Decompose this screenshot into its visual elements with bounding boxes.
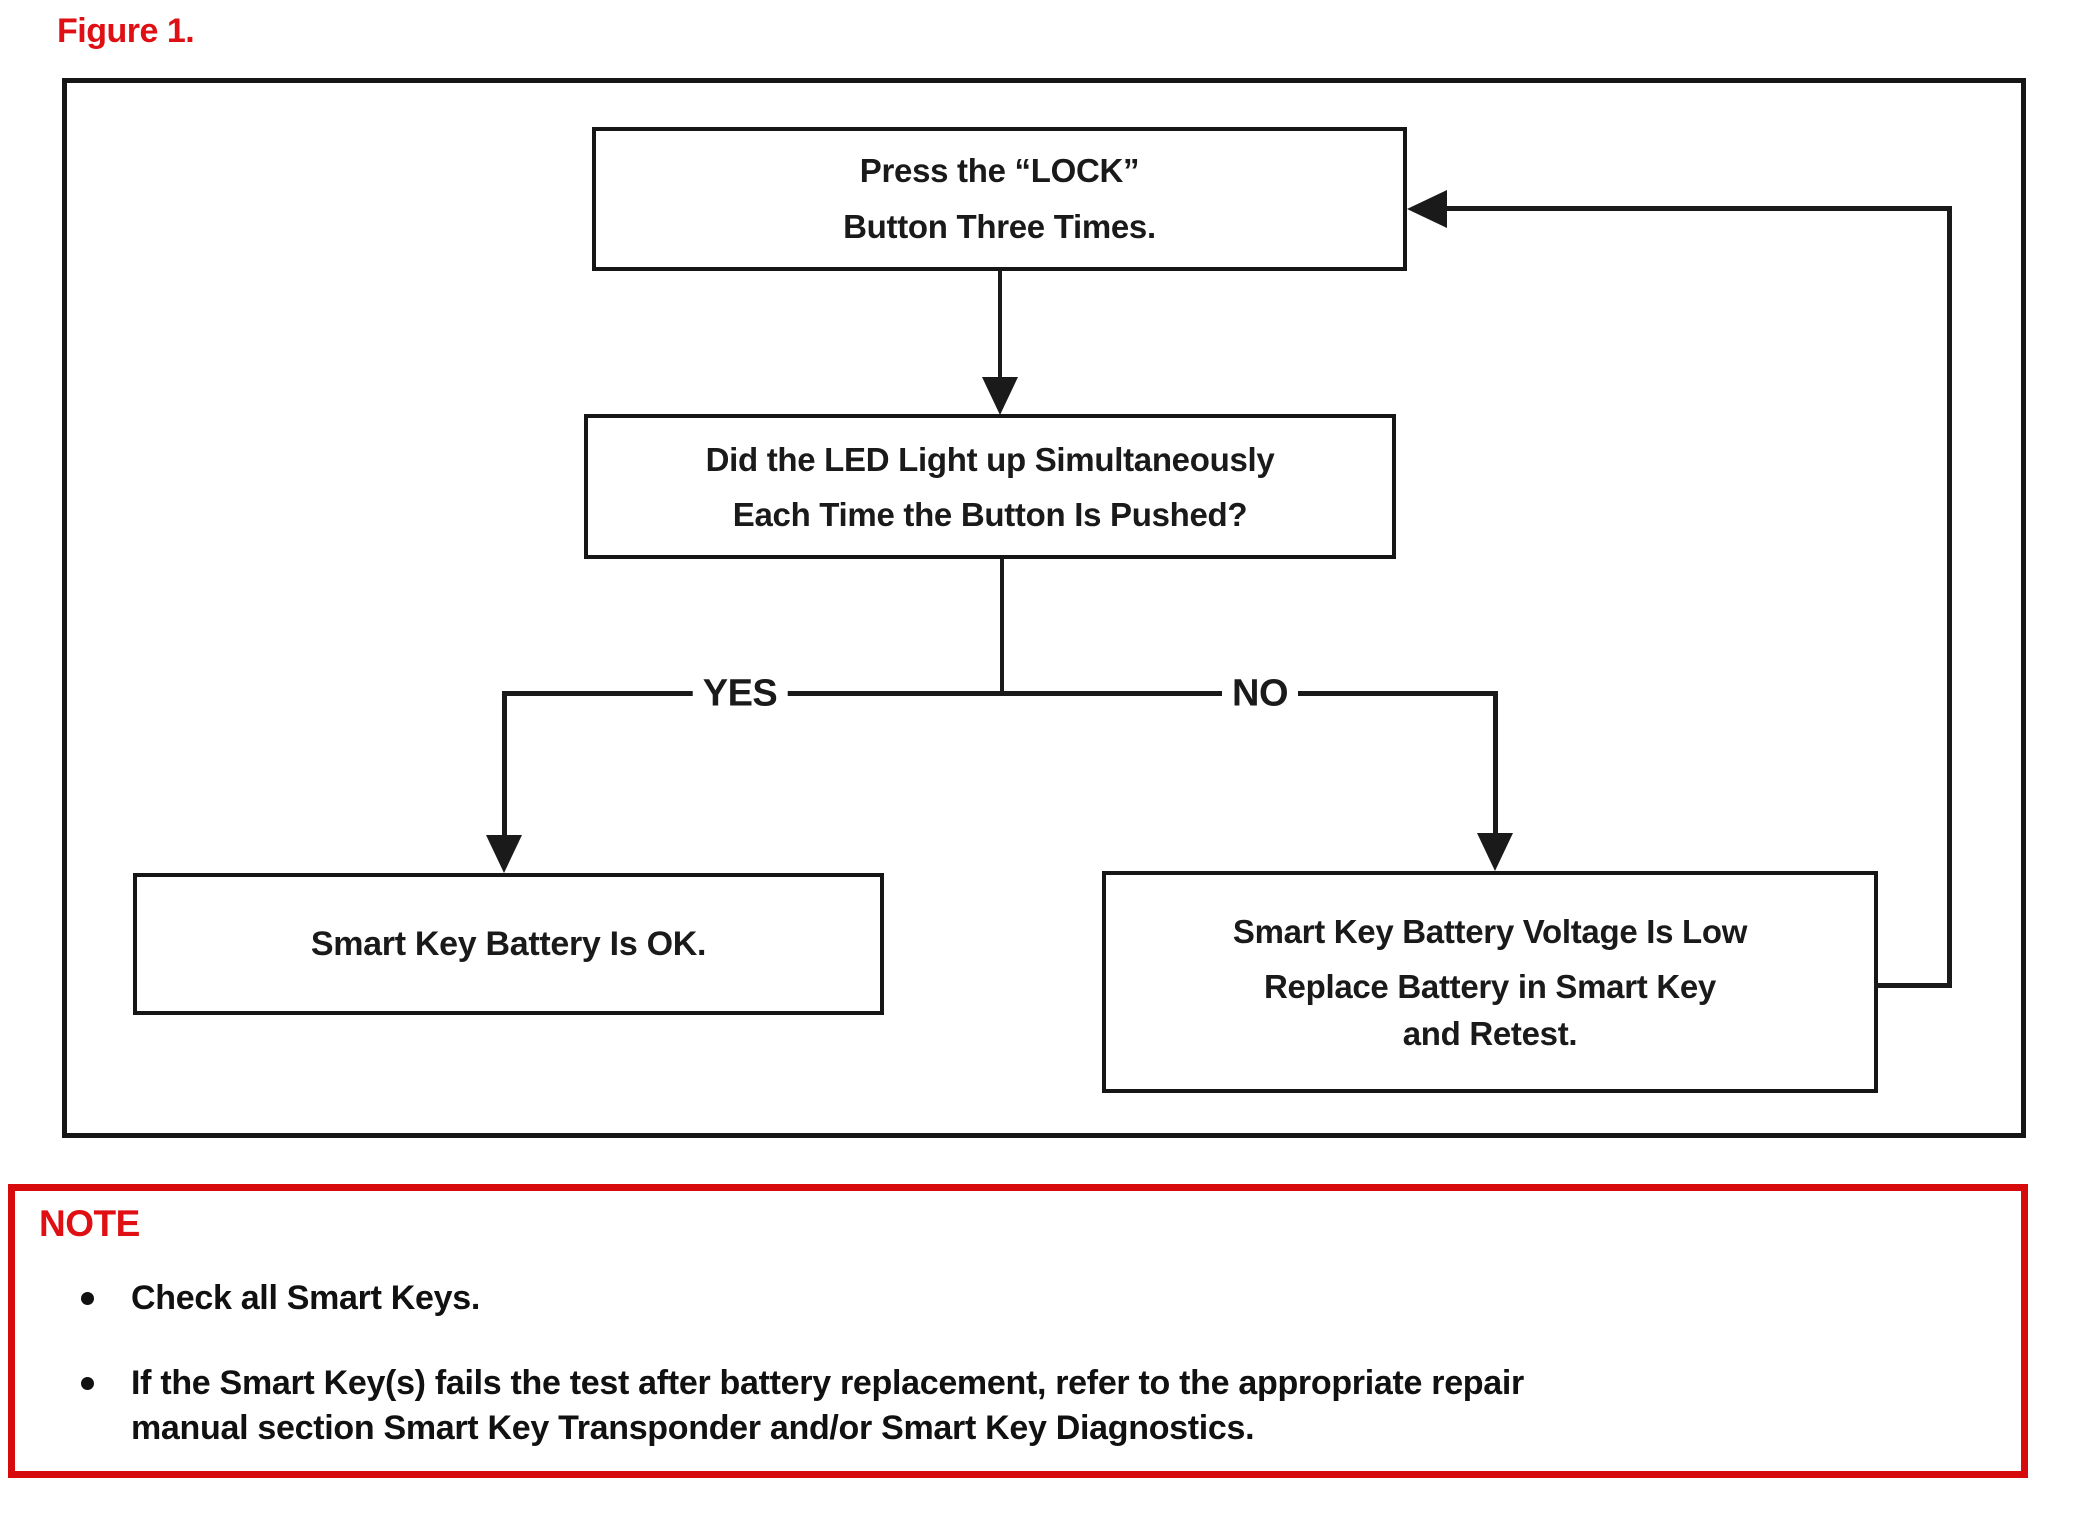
node-led-question: Did the LED Light up Simultaneously Each… — [584, 414, 1396, 559]
connector-yes-drop — [502, 691, 507, 839]
feedback-segment-out — [1874, 983, 1952, 988]
node-battery-ok-text: Smart Key Battery Is OK. — [310, 924, 707, 963]
note-bullet-text: If the Smart Key(s) fails the test after… — [131, 1364, 1524, 1447]
arrowhead-down-question-icon — [982, 377, 1018, 415]
feedback-segment-top — [1443, 206, 1952, 211]
node-battery-low-action: Replace Battery in Smart Key and Retest. — [1264, 967, 1716, 1052]
node-battery-low: Smart Key Battery Voltage Is Low Replace… — [1102, 871, 1878, 1093]
note-bullet-item: Check all Smart Keys. — [81, 1276, 1961, 1321]
note-bullet-item: If the Smart Key(s) fails the test after… — [81, 1361, 1961, 1451]
arrowhead-down-no-icon — [1477, 833, 1513, 871]
feedback-segment-up — [1947, 206, 1952, 988]
label-yes: YES — [692, 672, 788, 716]
node-led-question-text: Did the LED Light up Simultaneously Each… — [705, 440, 1275, 533]
arrowhead-left-feedback-icon — [1407, 190, 1447, 228]
figure-label: Figure 1. — [57, 12, 195, 50]
arrowhead-down-yes-icon — [486, 835, 522, 873]
bullet-dot-icon — [81, 1377, 94, 1390]
node-press-lock: Press the “LOCK” Button Three Times. — [592, 127, 1407, 271]
note-bullet-text: Check all Smart Keys. — [131, 1279, 480, 1317]
label-no: NO — [1222, 672, 1298, 716]
connector-no-drop — [1493, 691, 1498, 837]
node-battery-low-status: Smart Key Battery Voltage Is Low — [1232, 912, 1748, 950]
node-battery-ok: Smart Key Battery Is OK. — [133, 873, 884, 1015]
bullet-dot-icon — [81, 1292, 94, 1305]
branch-bar — [504, 691, 1497, 696]
connector-question-stem — [1000, 559, 1004, 695]
note-panel: NOTE Check all Smart Keys. If the Smart … — [8, 1184, 2028, 1478]
connector-press-to-question — [998, 271, 1002, 383]
note-title: NOTE — [39, 1203, 140, 1244]
node-press-lock-text: Press the “LOCK” Button Three Times. — [843, 152, 1156, 245]
